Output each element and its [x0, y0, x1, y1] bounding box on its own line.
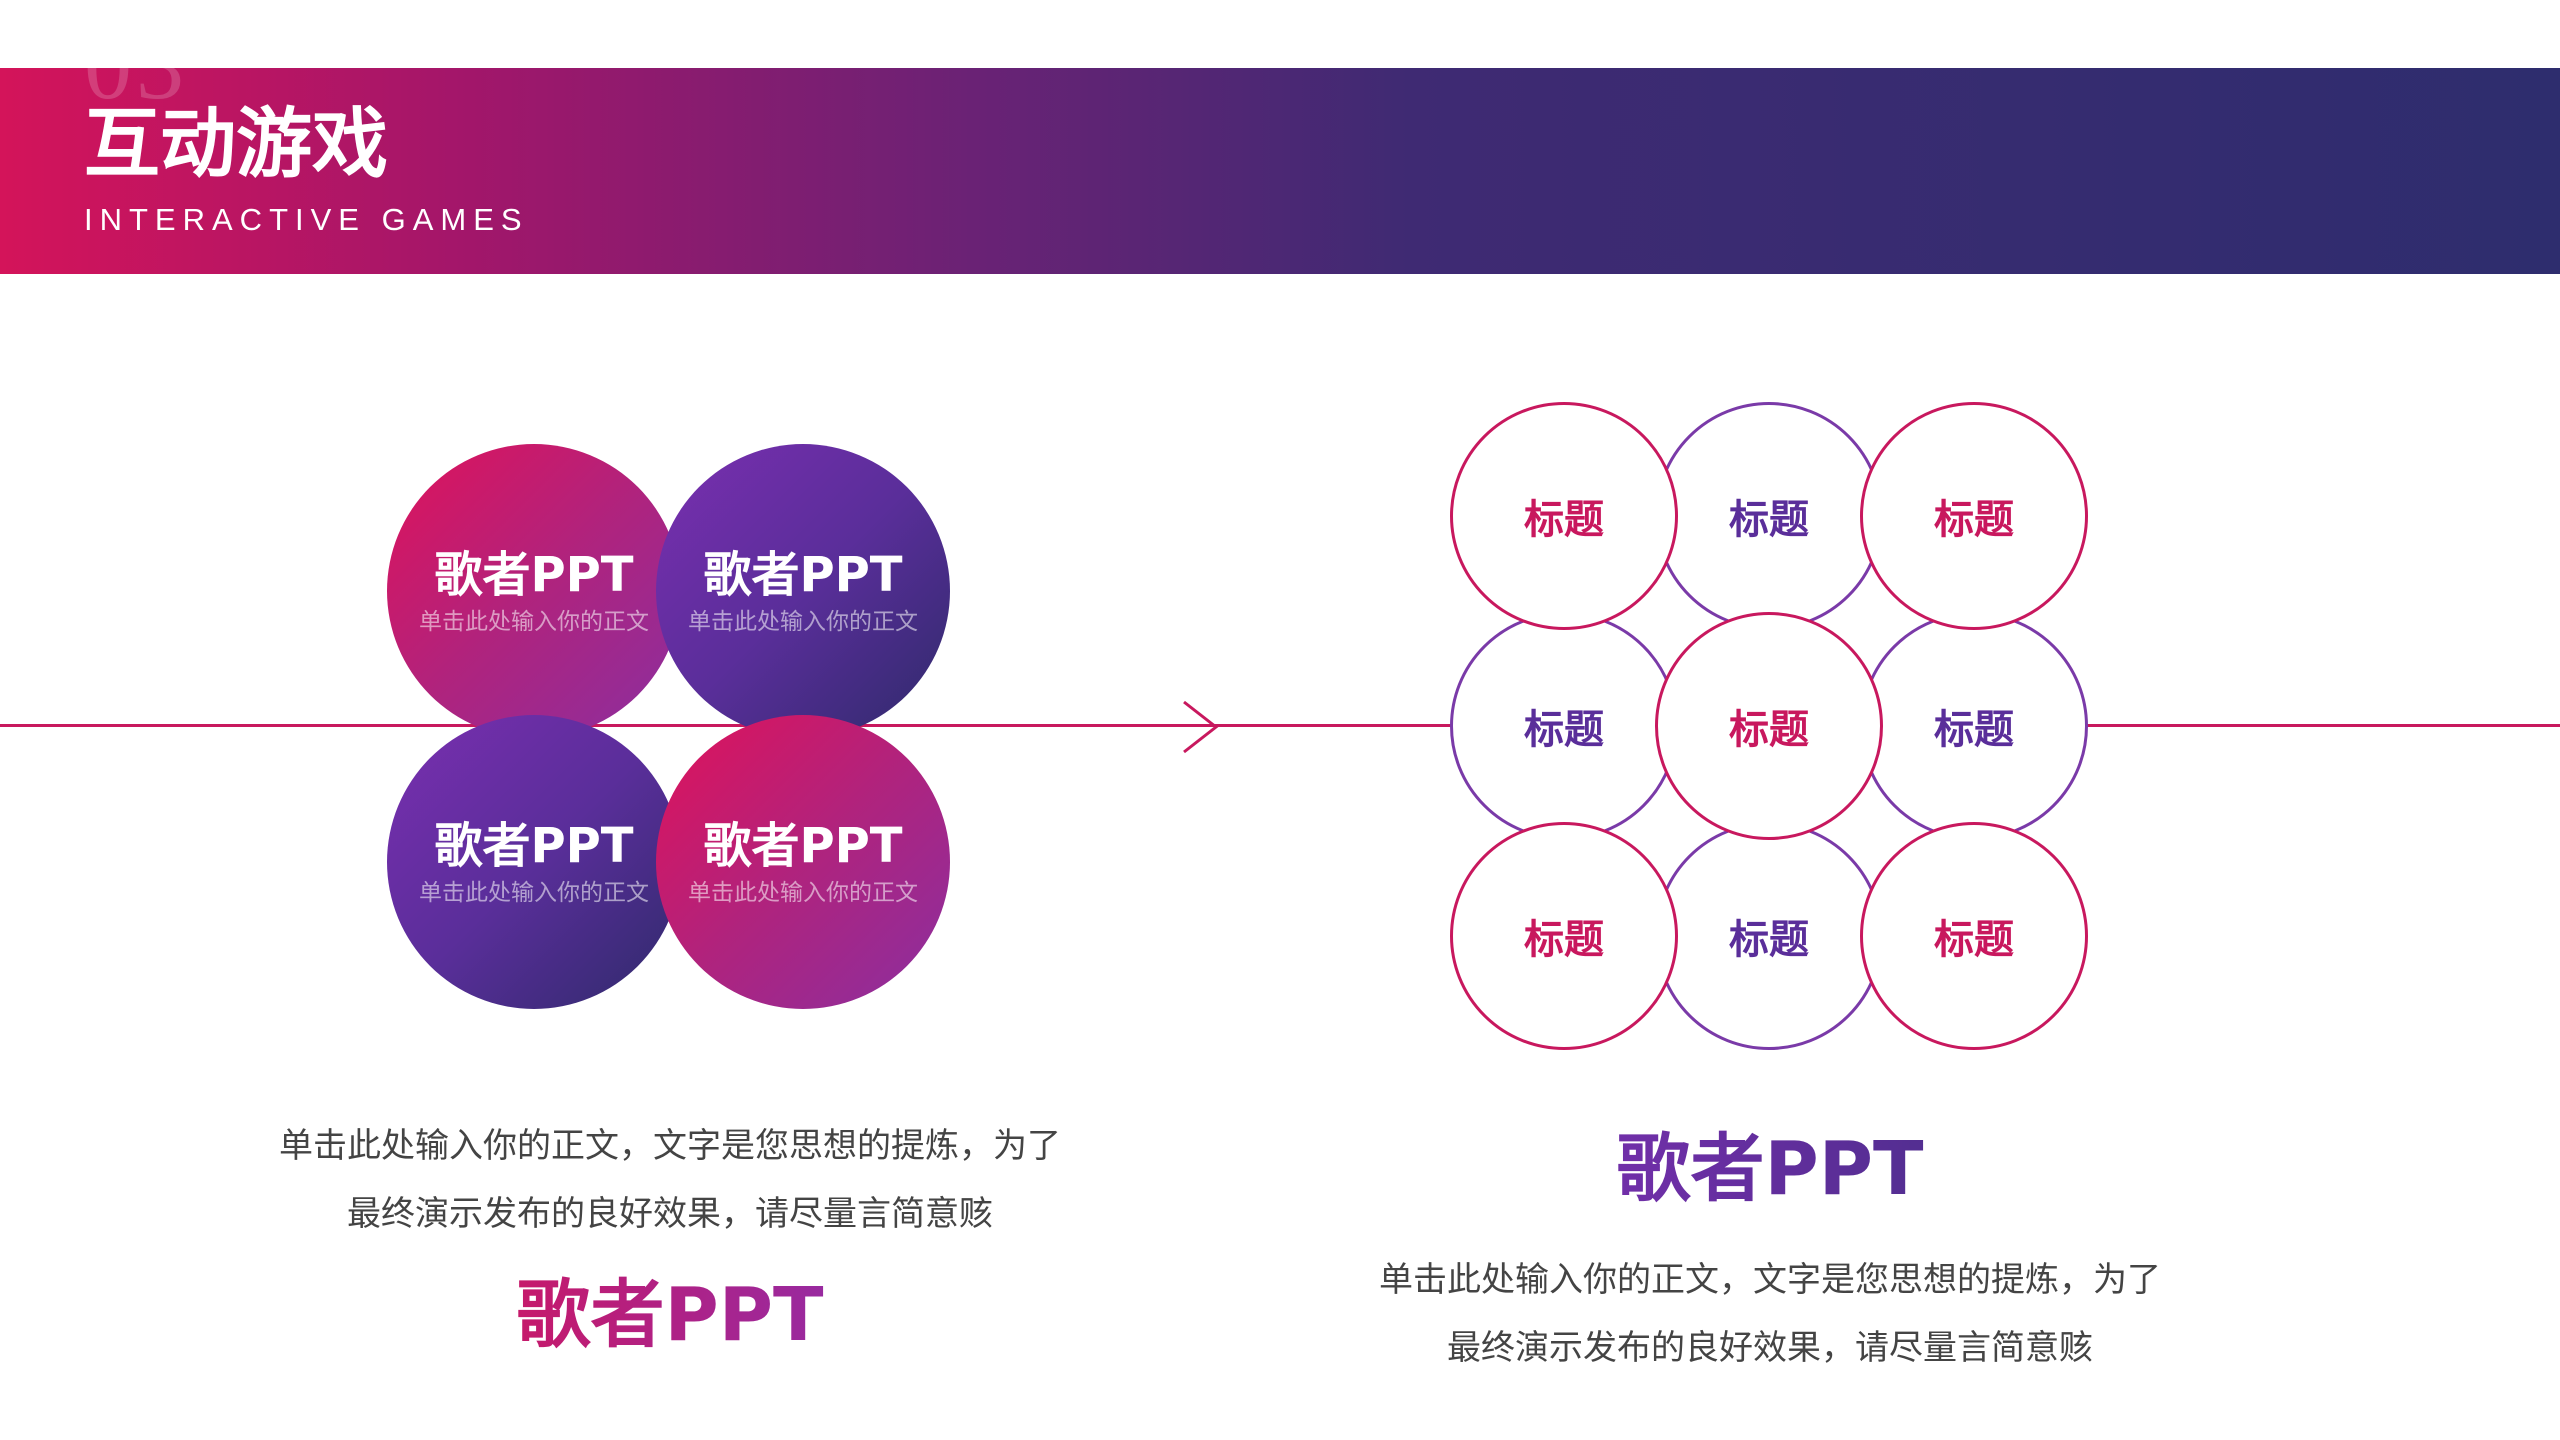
right-body-text: 单击此处输入你的正文，文字是您思想的提炼，为了 最终演示发布的良好效果，请尽量言…: [1260, 1246, 2280, 1382]
left-body-text: 单击此处输入你的正文，文字是您思想的提炼，为了 最终演示发布的良好效果，请尽量言…: [160, 1112, 1180, 1248]
page-title: 互动游戏: [84, 99, 388, 188]
ring-bottom-right: 标题: [1860, 822, 2088, 1050]
circle-title: 歌者PPT: [434, 818, 634, 874]
timeline-line: [0, 724, 2560, 727]
ring-bottom-middle: 标题: [1655, 822, 1883, 1050]
ring-center: 标题: [1655, 612, 1883, 840]
body-line: 最终演示发布的良好效果，请尽量言简意赅: [347, 1194, 993, 1234]
ring-middle-right: 标题: [1860, 612, 2088, 840]
body-line: 最终演示发布的良好效果，请尽量言简意赅: [1447, 1328, 2093, 1368]
section-number: 03: [84, 12, 188, 119]
cluster-circle-top-left: 歌者PPT 单击此处输入你的正文: [387, 444, 681, 738]
body-line: 单击此处输入你的正文，文字是您思想的提炼，为了: [279, 1126, 1061, 1166]
circle-desc: 单击此处输入你的正文: [419, 880, 649, 906]
ring-middle-left: 标题: [1450, 612, 1678, 840]
circle-title: 歌者PPT: [703, 547, 903, 603]
ring-top-left: 标题: [1450, 402, 1678, 630]
right-brand-title: 歌者PPT: [1520, 1124, 2020, 1214]
ring-bottom-left: 标题: [1450, 822, 1678, 1050]
left-brand-title: 歌者PPT: [420, 1270, 920, 1360]
chevron-right-icon: [1183, 700, 1219, 754]
circle-desc: 单击此处输入你的正文: [688, 609, 918, 635]
circle-desc: 单击此处输入你的正文: [688, 880, 918, 906]
circle-title: 歌者PPT: [434, 547, 634, 603]
page-subtitle: INTERACTIVE GAMES: [84, 202, 529, 237]
cluster-circle-top-right: 歌者PPT 单击此处输入你的正文: [656, 444, 950, 738]
body-line: 单击此处输入你的正文，文字是您思想的提炼，为了: [1379, 1260, 2161, 1300]
ring-top-right: 标题: [1860, 402, 2088, 630]
header-banner: [0, 68, 2560, 274]
circle-desc: 单击此处输入你的正文: [419, 609, 649, 635]
circle-title: 歌者PPT: [703, 818, 903, 874]
ring-top-middle: 标题: [1655, 402, 1883, 630]
cluster-circle-bottom-left: 歌者PPT 单击此处输入你的正文: [387, 715, 681, 1009]
cluster-circle-bottom-right: 歌者PPT 单击此处输入你的正文: [656, 715, 950, 1009]
